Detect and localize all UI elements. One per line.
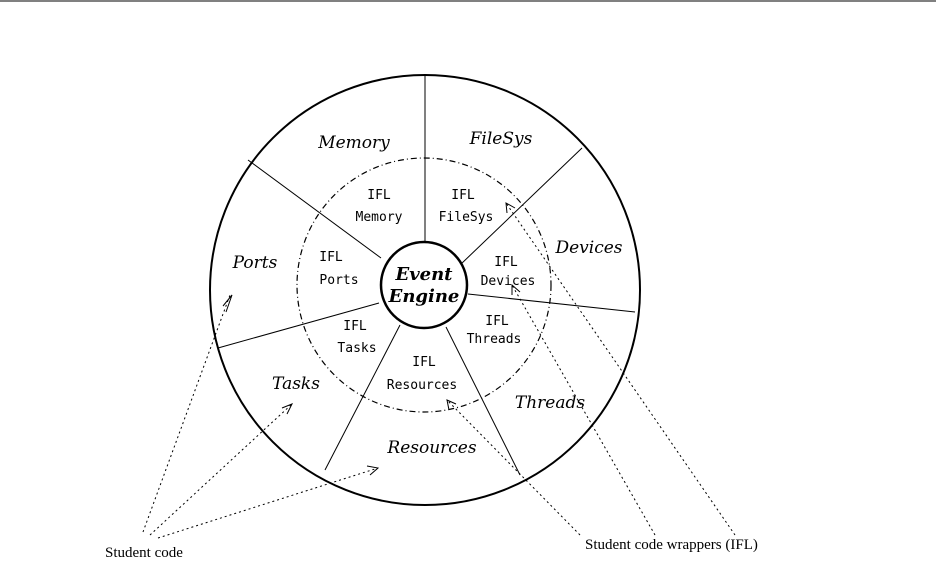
arrowhead-ifl-resources (446, 399, 457, 411)
arrowhead-tasks (281, 403, 294, 415)
outer-label-filesys: FileSys (469, 129, 533, 149)
arrowhead-ifl-filesys (505, 202, 516, 214)
ifl-ring (296, 157, 552, 413)
outer-label-threads: Threads (515, 393, 585, 413)
pointer-student-to-tasks (149, 403, 293, 536)
divider-tasks-ports (217, 302, 380, 349)
divider-filesys-devices (459, 147, 583, 266)
arrowhead-ports (222, 294, 233, 313)
pointer-student-to-resources (157, 467, 379, 539)
event-engine-circle (379, 240, 469, 330)
inner-devices-line2: Devices (481, 274, 536, 289)
center-label-line1: Event (394, 264, 453, 285)
outer-label-devices: Devices (554, 238, 622, 258)
divider-ports-memory (247, 159, 382, 259)
caption-student-code: Student code (105, 545, 183, 561)
pointer-wrappers-to-ifl-filesys (505, 202, 736, 536)
inner-devices-line1: IFL (494, 255, 518, 270)
caption-student-code-wrappers: Student code wrappers (IFL) (585, 537, 758, 553)
divider-threads-resources (445, 326, 521, 476)
inner-threads-line1: IFL (485, 314, 509, 329)
arrowhead-ifl-devices (511, 283, 521, 295)
divider-devices-threads (467, 293, 636, 313)
inner-memory-line1: IFL (367, 188, 391, 203)
inner-ports-line1: IFL (319, 250, 343, 265)
outer-label-ports: Ports (232, 253, 278, 273)
inner-tasks-line1: IFL (343, 319, 367, 334)
pointer-wrappers-to-ifl-resources (446, 399, 581, 536)
pointer-student-to-ports (142, 294, 231, 533)
divider-resources-tasks (324, 324, 401, 471)
arrowhead-resources (366, 465, 380, 476)
inner-resources-line1: IFL (412, 355, 436, 370)
inner-tasks-line2: Tasks (337, 341, 376, 356)
inner-ports-line2: Ports (319, 273, 358, 288)
center-label-line2: Engine (388, 286, 460, 307)
inner-memory-line2: Memory (356, 210, 403, 225)
outer-label-memory: Memory (317, 133, 390, 153)
inner-resources-line2: Resources (387, 378, 457, 393)
inner-filesys-line2: FileSys (439, 210, 494, 225)
inner-filesys-line1: IFL (451, 188, 475, 203)
inner-threads-line2: Threads (467, 332, 522, 347)
outer-label-tasks: Tasks (272, 374, 320, 394)
pointer-wrappers-to-ifl-devices (511, 284, 656, 536)
outer-label-resources: Resources (386, 438, 476, 458)
